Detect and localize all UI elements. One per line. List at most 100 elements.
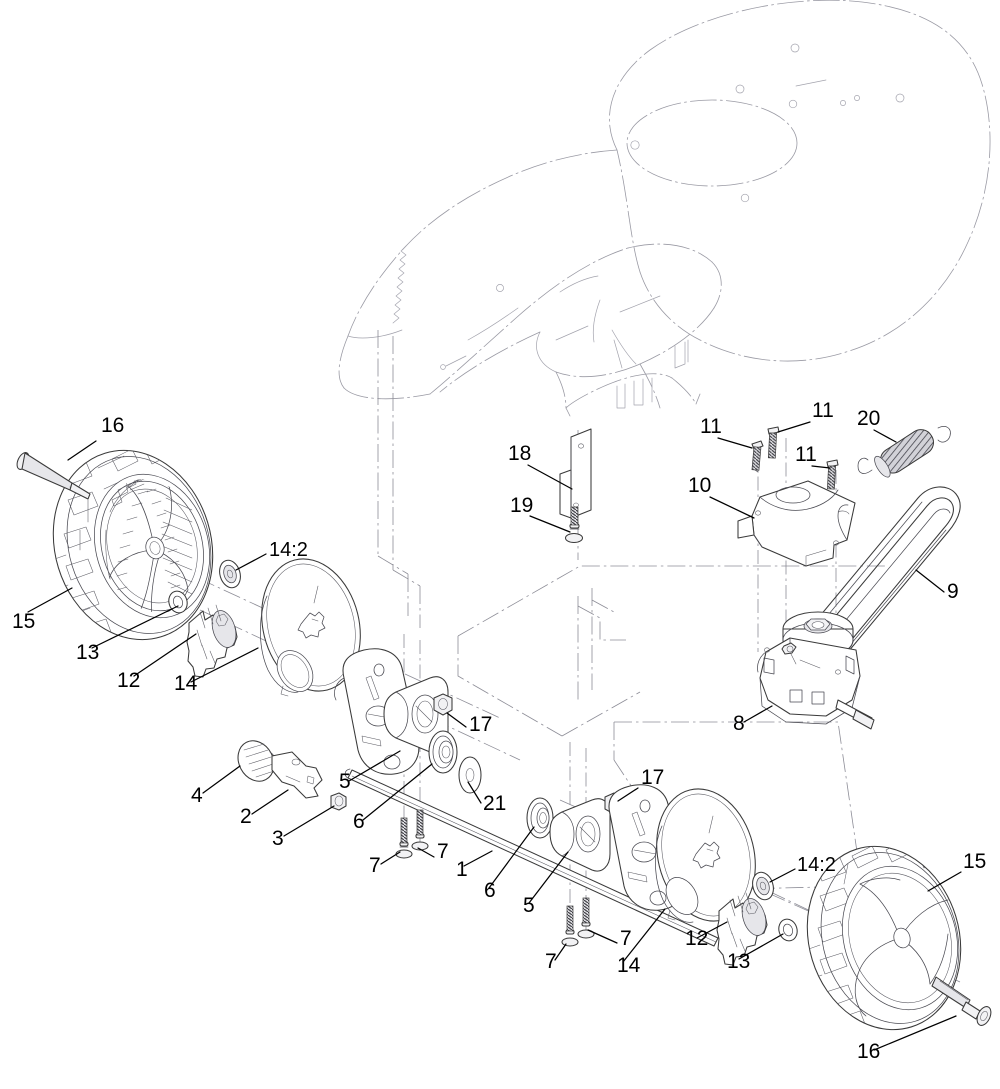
leader-line-15 [27,587,73,613]
transmission [757,611,875,730]
screw-cover-right [826,459,839,490]
leader-line-15 [927,871,962,892]
callout-label-c10: 10 [688,474,711,497]
wheel-left [51,441,214,641]
callout-label-c7d: 7 [620,927,632,950]
callout-label-c2: 2 [240,805,252,828]
callout-label-c13a: 13 [76,641,99,664]
leader-line-4 [202,765,241,794]
bearing-housing-left [383,676,449,754]
callout-label-c3: 3 [272,827,284,850]
leader-line-14-2 [769,868,796,883]
axle-shaft [344,768,719,947]
leader-line-16 [873,1015,957,1051]
leader-line-18 [527,464,573,490]
callout-label-c14a: 14 [174,672,198,695]
leader-line-14-2 [235,553,267,571]
callout-label-c15b: 15 [963,850,986,873]
callout-label-c21: 21 [483,792,506,815]
leader-line-20 [873,429,897,443]
leader-line-2 [251,789,289,815]
leader-line-6 [488,826,535,889]
callout-label-c19: 19 [510,494,533,517]
screw-left-rear [411,809,429,851]
callout-label-c8: 8 [733,712,745,735]
pinion-gear-left [186,604,238,678]
flange-nut-left [433,693,453,716]
spacer-left [168,590,188,614]
leader-line-7 [554,943,567,961]
leader-line-10 [709,496,755,519]
leader-line-14 [622,908,666,963]
callout-label-c15a: 15 [12,610,35,633]
callout-label-c7a: 7 [369,854,381,877]
leader-line-9 [915,569,945,593]
callout-label-c16b: 16 [857,1040,880,1063]
locknut-lever [330,792,347,811]
ball-bearing-left [428,730,458,774]
callout-label-c14_2b: 14:2 [797,854,836,876]
leader-line-5 [528,851,569,904]
leader-line-11 [717,437,753,449]
callout-label-c11c: 11 [795,443,817,466]
screw-bracket [564,506,584,544]
leader-line-12 [696,921,728,939]
leader-line-11 [777,421,811,433]
transmission-cover-plate [737,480,856,567]
leader-line-13 [91,605,179,649]
bearing-housing-right [549,798,611,872]
callout-label-c12b: 12 [685,927,708,950]
wheel-bolt-right [931,976,992,1026]
callout-leader-lines [27,421,962,1051]
callout-label-c14b: 14 [617,954,641,977]
callout-label-c6b: 6 [484,879,496,902]
wheel-cover-washer-left [219,559,241,589]
wheel-right [805,839,962,1033]
pinion-gear-right [716,892,768,966]
screw-right-rear [577,897,595,939]
flat-washer [458,756,482,794]
callout-label-c5b: 5 [523,894,535,917]
screw-cover-top [767,426,780,459]
leader-line-3 [283,805,335,837]
leader-line-11 [811,465,831,469]
leader-line-7 [587,929,618,944]
callout-label-c17a: 17 [469,713,492,736]
callout-label-c7c: 7 [545,950,557,973]
callout-label-c14_2a: 14:2 [269,539,308,561]
extension-spring [857,426,951,478]
leader-line-16 [67,440,97,461]
callout-label-c12a: 12 [117,669,140,692]
leader-line-8 [743,705,773,723]
callout-labels: 1615131214:21442356771172118196577171412… [12,399,986,1063]
callout-label-c5a: 5 [339,770,351,793]
leader-line-14 [190,647,259,683]
shift-lever [271,751,323,799]
screw-cover-left [751,440,764,473]
leader-line-7 [380,851,401,865]
leader-line-17 [446,712,467,728]
callout-label-c13b: 13 [727,950,750,973]
wheel-cover-left [260,558,361,697]
leader-line-1 [463,850,493,867]
callout-label-c11b: 11 [812,399,834,422]
callout-label-c4: 4 [191,784,203,807]
callout-label-c1: 1 [456,858,468,881]
leader-line-17 [617,787,639,802]
callout-label-c16a: 16 [101,414,124,437]
leader-line-13 [738,933,784,960]
leader-line-19 [529,515,571,533]
callout-label-c17b: 17 [641,766,664,789]
callout-label-c20: 20 [857,407,880,430]
leader-line-21 [467,781,482,804]
callout-label-c9: 9 [947,580,959,603]
mower-deck-outline [338,0,991,417]
bracket-cable-guide [559,428,592,519]
callout-label-c11a: 11 [700,415,722,438]
leader-line-7 [417,847,435,858]
leader-line-6 [362,763,433,821]
callout-label-c18: 18 [508,442,531,465]
wheel-cover-right [655,788,756,923]
